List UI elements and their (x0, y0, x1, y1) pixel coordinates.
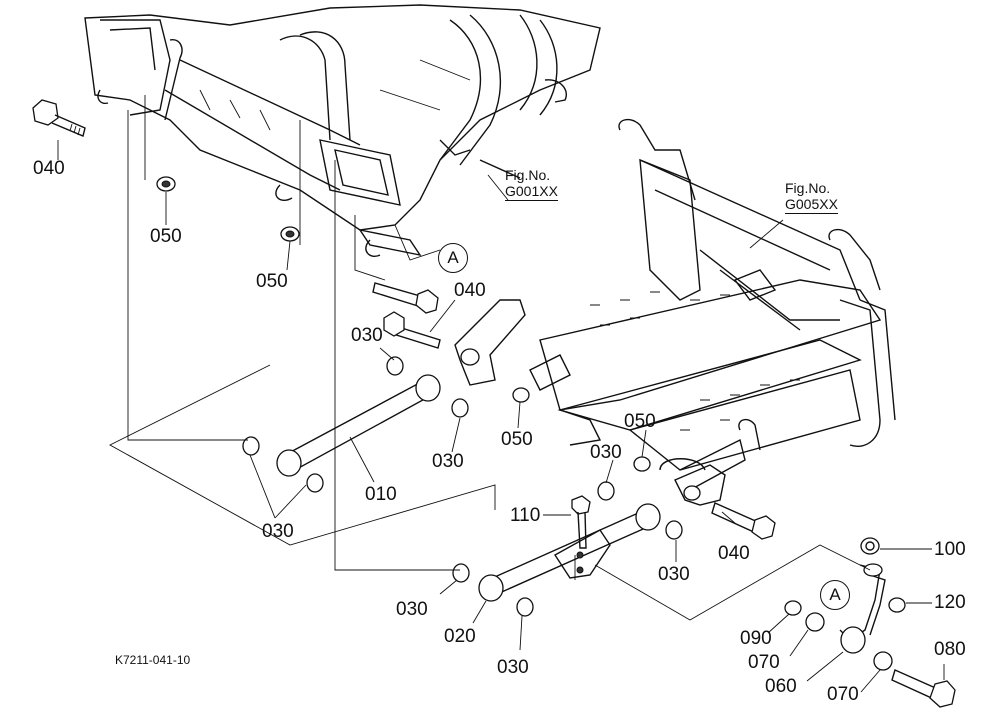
collar-100 (860, 537, 880, 555)
callout-100: 100 (934, 539, 966, 560)
nut-050-d (633, 456, 651, 472)
callout-040-mid: 040 (454, 280, 486, 301)
tension-rod-020 (478, 503, 661, 602)
bushing-030-g (516, 597, 534, 617)
figure-ref-number: G005XX (785, 196, 838, 215)
nut-120 (888, 597, 906, 613)
bushing-030-a (386, 356, 404, 376)
bracket-right (674, 464, 726, 506)
callout-050-a: 050 (150, 226, 182, 247)
bushing-030-d (597, 481, 615, 501)
bracket-left (454, 299, 526, 386)
callout-040-top: 040 (33, 158, 65, 179)
nut-090 (784, 600, 802, 616)
callout-070-b: 070 (827, 684, 859, 705)
main-frame-drawing (84, 4, 601, 257)
figure-ref-g001xx: Fig.No. G001XX (505, 167, 558, 202)
washer-070-b (873, 651, 893, 671)
tension-rod-010 (276, 374, 441, 477)
callout-120: 120 (934, 592, 966, 613)
bolt-080 (891, 669, 956, 708)
washer-070-a (805, 612, 825, 632)
callout-030-c: 030 (262, 521, 294, 542)
figure-ref-g005xx: Fig.No. G005XX (785, 180, 838, 215)
callout-030-a: 030 (351, 325, 383, 346)
callout-010: 010 (365, 484, 397, 505)
leader-lines (57, 140, 945, 693)
callout-050-c: 050 (501, 429, 533, 450)
callout-040-low: 040 (718, 543, 750, 564)
bushing-030-b (451, 398, 469, 418)
callout-070-a: 070 (748, 652, 780, 673)
assembly-guide-lines (109, 95, 871, 621)
callout-110: 110 (510, 505, 541, 526)
reference-mark-a-lower: A (820, 580, 850, 610)
bolt-040-mid (372, 282, 441, 349)
callout-030-b: 030 (432, 451, 464, 472)
callout-060: 060 (765, 676, 797, 697)
callout-030-f: 030 (396, 599, 428, 620)
callout-080: 080 (934, 639, 966, 660)
figure-ref-label: Fig.No. (785, 180, 831, 196)
nut-050-c (512, 387, 530, 403)
callout-090: 090 (740, 628, 772, 649)
diagram-code: K7211-041-10 (115, 653, 191, 667)
callout-050-d: 050 (624, 411, 656, 432)
reference-mark-a-upper: A (438, 243, 468, 273)
support-arm-060 (839, 563, 886, 654)
front-frame-drawing (529, 118, 896, 491)
callout-030-g: 030 (497, 657, 529, 678)
bushing-030-f (452, 563, 470, 583)
callout-030-e: 030 (658, 564, 690, 585)
bushing-030-c2 (306, 473, 324, 493)
bolt-040-top (32, 99, 86, 137)
bushing-030-c1 (242, 436, 260, 456)
figure-ref-label: Fig.No. (505, 167, 551, 183)
callout-020: 020 (444, 626, 476, 647)
callout-050-b: 050 (256, 271, 288, 292)
bushing-030-e (665, 520, 683, 540)
figure-ref-number: G001XX (505, 183, 558, 202)
bolt-110 (571, 495, 591, 549)
bolt-040-low (711, 502, 776, 540)
callout-030-d: 030 (590, 442, 622, 463)
